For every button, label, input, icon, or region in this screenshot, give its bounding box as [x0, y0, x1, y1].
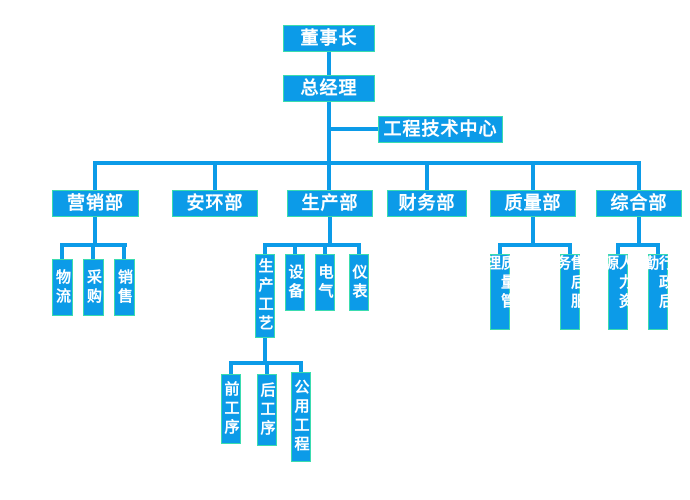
org-node-production-process: 生产工艺: [255, 254, 275, 338]
connector-line: [91, 245, 95, 259]
connector-line: [616, 245, 620, 254]
org-node-equipment: 设备: [285, 254, 305, 311]
connector-line: [327, 102, 331, 190]
org-node-sales: 销售: [114, 259, 135, 316]
org-node-safety-env-dept: 安环部: [172, 190, 258, 217]
org-node-label: 仪表: [350, 263, 369, 302]
org-node-label: 安环部: [186, 192, 244, 214]
org-node-label: 人力资源: [602, 255, 635, 312]
connector-line: [263, 243, 361, 247]
org-node-logistics: 物流: [52, 259, 73, 316]
connector-line: [328, 217, 332, 245]
org-node-label: 综合部: [610, 192, 668, 214]
org-node-front-process: 前工序: [221, 374, 241, 444]
org-node-label: 行政后勤: [642, 255, 675, 312]
org-node-label: 设备: [286, 263, 305, 302]
org-node-after-sales-service: 售后服务: [554, 254, 587, 330]
connector-line: [265, 363, 269, 374]
connector-line: [299, 363, 303, 372]
org-node-back-process: 后工序: [257, 374, 277, 446]
connector-line: [637, 217, 641, 245]
connector-line: [263, 245, 267, 254]
org-node-finance-dept: 财务部: [387, 190, 467, 217]
org-node-marketing-dept: 营销部: [52, 190, 139, 217]
org-node-label: 营销部: [67, 192, 124, 214]
org-node-label: 总经理: [300, 77, 358, 99]
org-node-general-manager: 总经理: [283, 75, 375, 102]
org-node-label: 销售: [116, 268, 134, 307]
org-node-label: 质量部: [504, 192, 562, 214]
connector-line: [60, 245, 64, 259]
connector-line: [568, 245, 572, 254]
org-node-label: 生产部: [301, 192, 359, 214]
connector-line: [93, 217, 97, 245]
org-node-label: 财务部: [398, 192, 456, 214]
org-node-label: 生产工艺: [256, 258, 275, 334]
connector-line: [213, 163, 217, 190]
connector-line: [293, 245, 297, 254]
connector-line: [323, 245, 327, 254]
connector-line: [357, 245, 361, 254]
connector-line: [229, 363, 233, 374]
connector-line: [263, 338, 267, 363]
org-node-human-resources: 人力资源: [602, 254, 635, 330]
connector-line: [93, 161, 641, 165]
connector-line: [329, 127, 378, 131]
connector-line: [531, 217, 535, 245]
org-node-procurement: 采购: [83, 259, 104, 316]
org-node-chairman: 董事长: [283, 25, 375, 52]
org-node-label: 公用工程: [292, 379, 311, 455]
org-node-utility-engineering: 公用工程: [291, 372, 311, 462]
connector-line: [122, 245, 126, 259]
connector-line: [637, 163, 641, 190]
org-node-label: 工程技术中心: [383, 118, 498, 140]
org-node-admin-logistics: 行政后勤: [642, 254, 675, 330]
connector-line: [93, 163, 97, 190]
org-node-label: 电气: [316, 263, 335, 302]
connector-line: [616, 243, 660, 247]
org-node-electrical: 电气: [315, 254, 335, 311]
org-node-label: 质量管理: [484, 255, 517, 312]
connector-line: [656, 245, 660, 254]
connector-line: [498, 245, 502, 254]
org-node-label: 前工序: [222, 380, 241, 438]
org-node-quality-dept: 质量部: [490, 190, 576, 217]
org-node-quality-management: 质量管理: [484, 254, 517, 330]
connector-line: [327, 52, 331, 75]
org-node-production-dept: 生产部: [287, 190, 373, 217]
connector-line: [498, 243, 572, 247]
org-node-label: 采购: [85, 268, 103, 307]
org-node-engineering-tech-center: 工程技术中心: [378, 116, 503, 143]
connector-line: [425, 163, 429, 190]
org-node-label: 售后服务: [554, 255, 587, 312]
org-node-label: 后工序: [258, 381, 277, 439]
org-node-label: 物流: [54, 268, 72, 307]
org-node-label: 董事长: [300, 27, 358, 49]
org-node-general-affairs-dept: 综合部: [596, 190, 682, 217]
connector-line: [531, 163, 535, 190]
org-node-instrumentation: 仪表: [349, 254, 369, 311]
